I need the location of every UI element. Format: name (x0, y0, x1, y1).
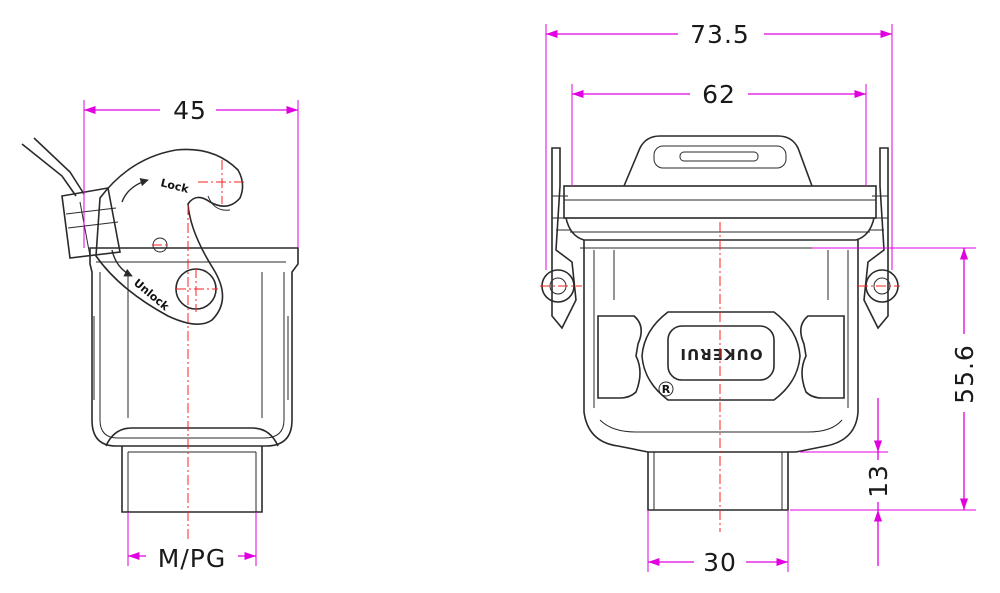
side-view: Lock Unlock 45 M/PG (21, 94, 299, 573)
dimension-73-5: 73.5 (690, 20, 750, 49)
dimension-30: 30 (703, 548, 737, 577)
front-view: OUKERUI R 73.5 62 (540, 18, 980, 577)
dimension-thread: M/PG (158, 544, 226, 573)
dimension-45: 45 (173, 96, 207, 125)
dimension-62: 62 (702, 80, 736, 109)
registered-mark: R (662, 383, 671, 396)
lock-label: Lock (159, 176, 190, 196)
brand-logo: OUKERUI (679, 345, 762, 363)
dimension-13: 13 (864, 464, 893, 498)
unlock-label: Unlock (131, 276, 172, 313)
dimension-55-6: 55.6 (950, 344, 979, 404)
